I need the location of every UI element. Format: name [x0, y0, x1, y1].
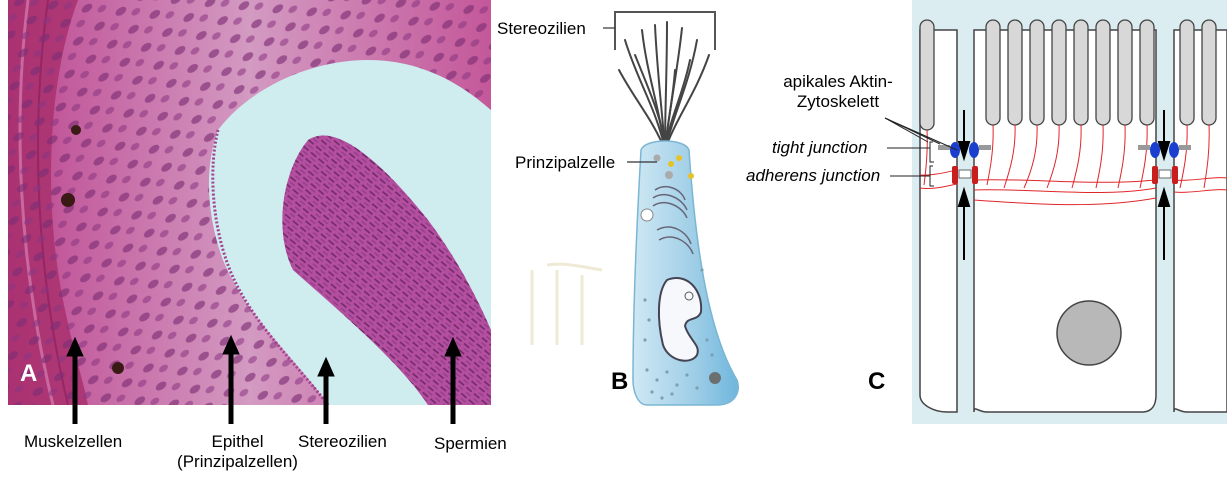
label-apikales-line1: apikales Aktin- [763, 72, 913, 92]
label-apikales-line2: Zytoskelett [763, 92, 913, 112]
label-apikales-aktin: apikales Aktin- Zytoskelett [763, 72, 913, 112]
label-tight-junction: tight junction [772, 138, 867, 158]
label-adherens-junction: adherens junction [746, 166, 880, 186]
